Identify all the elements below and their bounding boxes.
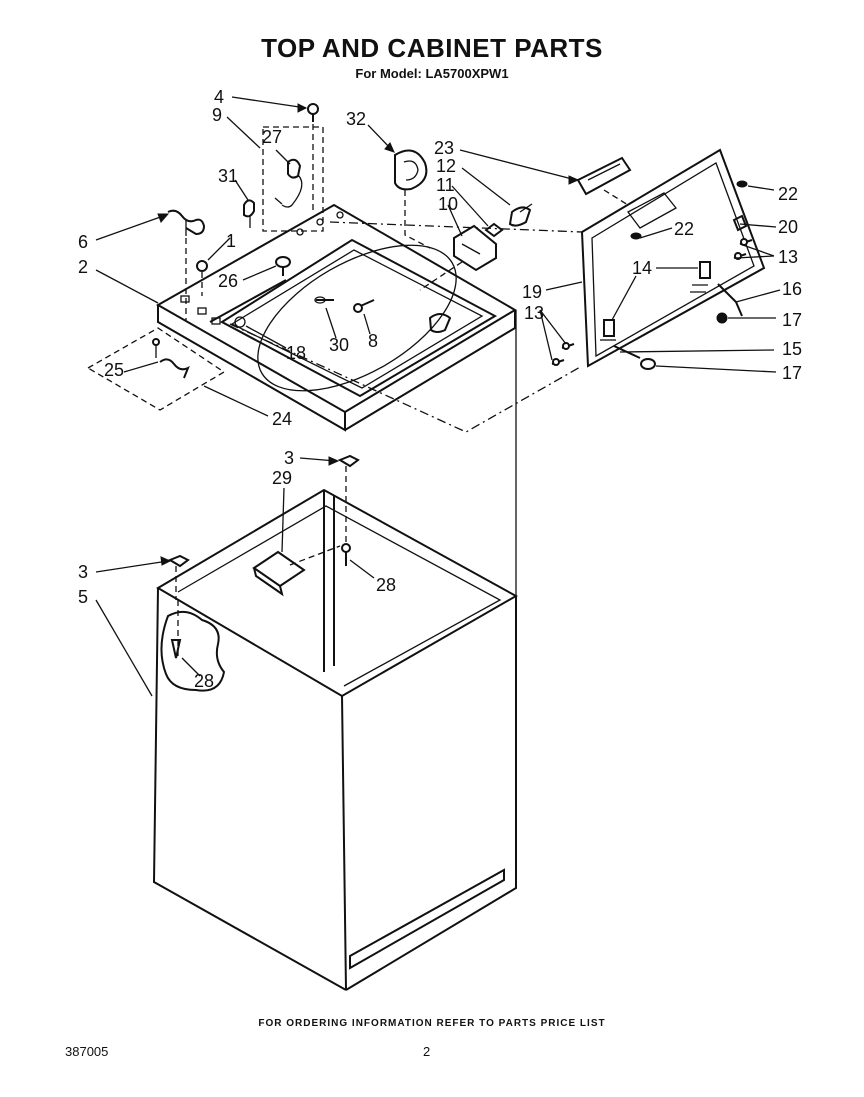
part-26-nut	[275, 256, 291, 276]
page-title: TOP AND CABINET PARTS	[261, 33, 603, 63]
callout-17-lower: 17	[782, 363, 802, 383]
part-29-bracket	[252, 545, 341, 597]
part-32-knob	[394, 149, 431, 249]
callout-16: 16	[782, 279, 802, 299]
part-31-clip	[243, 199, 255, 228]
callout-2: 2	[78, 257, 88, 277]
callout-24: 24	[272, 409, 292, 429]
part-8-screw	[353, 299, 375, 313]
part-17-caps	[640, 312, 728, 370]
part-14-hinges	[600, 261, 711, 341]
model-subtitle: For Model: LA5700XPW1	[355, 66, 509, 81]
lid-part-19	[580, 148, 766, 368]
callout-25: 25	[104, 360, 124, 380]
callout-22-lid: 22	[674, 219, 694, 239]
part-22-bumpers	[630, 180, 748, 240]
part-6-hinge	[167, 209, 206, 320]
ordering-note: FOR ORDERING INFORMATION REFER TO PARTS …	[258, 1018, 606, 1029]
callout-26: 26	[218, 271, 238, 291]
callout-8: 8	[368, 331, 378, 351]
callout-17-upper: 17	[782, 310, 802, 330]
part-27-switch	[262, 126, 324, 232]
callout-28-upper: 28	[376, 575, 396, 595]
page-number: 2	[423, 1044, 431, 1059]
callout-5: 5	[78, 587, 88, 607]
part-28-screw	[341, 543, 351, 566]
callout-22-top: 22	[778, 184, 798, 204]
part-20-clip	[732, 214, 748, 232]
leader-lines	[95, 96, 781, 697]
part-1-screw	[196, 260, 208, 296]
callout-4: 4	[214, 87, 224, 107]
part-13-screws	[551, 238, 753, 366]
callout-19: 19	[522, 282, 542, 302]
part-10-latch	[453, 224, 497, 272]
part-3-clips	[167, 454, 360, 600]
callout-labels: 4 9 27 32 23 12 11 10 22 31 6 1 2 26 22 …	[78, 87, 802, 691]
callout-28-lower: 28	[194, 671, 214, 691]
callout-6: 6	[78, 232, 88, 252]
part-24-hinge-kit	[86, 327, 226, 411]
callout-15: 15	[782, 339, 802, 359]
callout-9: 9	[212, 105, 222, 125]
callout-27: 27	[262, 127, 282, 147]
washer-top	[155, 203, 517, 432]
part-16-rod	[717, 283, 743, 317]
callout-12: 12	[436, 156, 456, 176]
callout-20: 20	[778, 217, 798, 237]
cabinet-part-5	[152, 310, 519, 991]
callout-1: 1	[226, 231, 236, 251]
callout-3-upper: 3	[284, 448, 294, 468]
part-4-screw	[307, 103, 319, 210]
callout-11: 11	[436, 175, 455, 195]
callout-29: 29	[272, 468, 292, 488]
callout-13-left: 13	[524, 303, 544, 323]
part-11-spring	[484, 222, 504, 238]
callout-32: 32	[346, 109, 366, 129]
callout-30: 30	[329, 335, 349, 355]
part-30-pin	[314, 296, 334, 304]
callout-23: 23	[434, 138, 454, 158]
document-number: 387005	[65, 1044, 109, 1059]
part-23-handle	[576, 156, 632, 206]
callout-10: 10	[438, 194, 458, 214]
callout-31: 31	[218, 166, 238, 186]
callout-18: 18	[286, 343, 306, 363]
callout-14: 14	[632, 258, 652, 278]
part-12-bracket	[508, 203, 533, 227]
callout-3-lower: 3	[78, 562, 88, 582]
callout-13-right: 13	[778, 247, 798, 267]
